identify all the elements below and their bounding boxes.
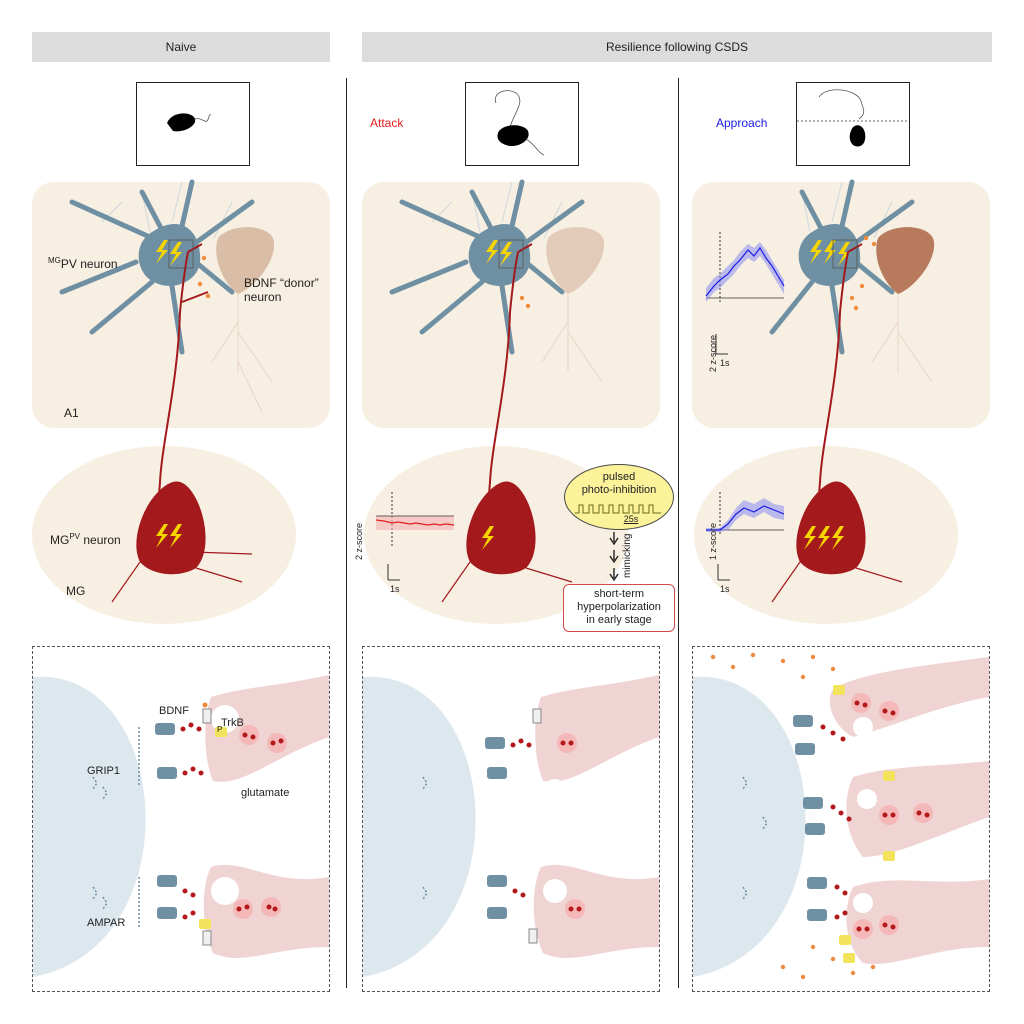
neurons-naive bbox=[59, 179, 275, 603]
result-line2: hyperpolarization bbox=[577, 601, 661, 613]
mouse-icon-attack bbox=[494, 90, 545, 156]
protocol-line2: photo-inhibition bbox=[581, 484, 657, 496]
ampar-label: AMPAR bbox=[87, 917, 126, 929]
mgpv-main: PV neuron bbox=[60, 257, 118, 271]
approach-mg-trace bbox=[706, 492, 785, 581]
donor-neuron bbox=[216, 227, 275, 294]
approach-label: Approach bbox=[716, 116, 768, 130]
arrows-down-icon bbox=[609, 532, 619, 582]
mouse-icon-approach bbox=[797, 89, 909, 147]
trkb-label: TrkB bbox=[221, 717, 244, 729]
mouse-box-approach bbox=[796, 82, 910, 166]
approach-a1-scale-y: 2 z-score bbox=[708, 334, 718, 372]
lightning-icon bbox=[156, 240, 182, 266]
banner-naive: Naive bbox=[32, 32, 330, 62]
neurons-attack bbox=[389, 179, 605, 603]
mimicking-label: mimicking bbox=[622, 533, 633, 578]
mgpv-neuron-label: MGPV neuron bbox=[48, 254, 118, 271]
protocol-line1: pulsed bbox=[602, 471, 636, 483]
synapse-box-naive: BDNF TrkB GRIP1 glutamate AMPAR P bbox=[32, 646, 330, 992]
synapse-box-approach bbox=[692, 646, 990, 992]
mouse-box-naive bbox=[136, 82, 250, 166]
approach-mg-scale-y: 1 z-score bbox=[708, 522, 718, 560]
glutamate-label: glutamate bbox=[241, 787, 290, 799]
approach-a1-trace bbox=[705, 232, 785, 355]
hyperpolarization-box: short-term hyperpolarization in early st… bbox=[563, 584, 675, 632]
attack-scale-x: 1s bbox=[390, 584, 400, 594]
mg-label: MG bbox=[66, 584, 86, 598]
synapse-attack-drawing bbox=[363, 675, 659, 977]
synapse-naive-drawing bbox=[33, 675, 329, 977]
grip1-label: GRIP1 bbox=[87, 765, 121, 777]
mg-neuron-body bbox=[136, 481, 206, 575]
bdnf-donor-label: BDNF “donor” neuron bbox=[244, 276, 319, 304]
bdnf-label: BDNF bbox=[159, 705, 189, 717]
mgpv-sup: MG bbox=[48, 256, 61, 265]
synapse-approach-drawing bbox=[693, 652, 989, 980]
resilience-title: Resilience following CSDS bbox=[605, 40, 749, 54]
result-line3: in early stage bbox=[586, 614, 652, 626]
approach-a1-scale-x: 1s bbox=[720, 358, 730, 368]
photo-inhibition-ellipse: pulsed photo-inhibition 25s bbox=[564, 464, 674, 530]
mgpv2-tail: neuron bbox=[80, 533, 121, 547]
pulse-train bbox=[575, 504, 661, 514]
synapse-box-attack bbox=[362, 646, 660, 992]
a1-label: A1 bbox=[64, 406, 79, 420]
mgpv2-main: MG bbox=[50, 533, 70, 547]
naive-title: Naive bbox=[165, 40, 197, 54]
divider-left bbox=[346, 78, 347, 988]
result-line1: short-term bbox=[593, 588, 645, 600]
approach-mg-scale-x: 1s bbox=[720, 584, 730, 594]
mg-axon bbox=[158, 243, 209, 523]
mgpv2-sup: PV bbox=[69, 532, 81, 541]
attack-label: Attack bbox=[370, 116, 404, 130]
mg-pv-neuron-label: MGPV neuron bbox=[50, 530, 121, 547]
neurons-approach bbox=[769, 179, 935, 603]
attack-scale-y: 2 z-score bbox=[354, 522, 364, 560]
banner-resilience: Resilience following CSDS bbox=[362, 32, 992, 62]
mouse-box-attack bbox=[465, 82, 579, 166]
phospho-label: P bbox=[217, 725, 223, 734]
attack-trace bbox=[375, 492, 455, 581]
divider-right bbox=[678, 78, 679, 988]
protocol-interval: 25s bbox=[623, 514, 639, 524]
mouse-icon-naive bbox=[167, 113, 212, 132]
